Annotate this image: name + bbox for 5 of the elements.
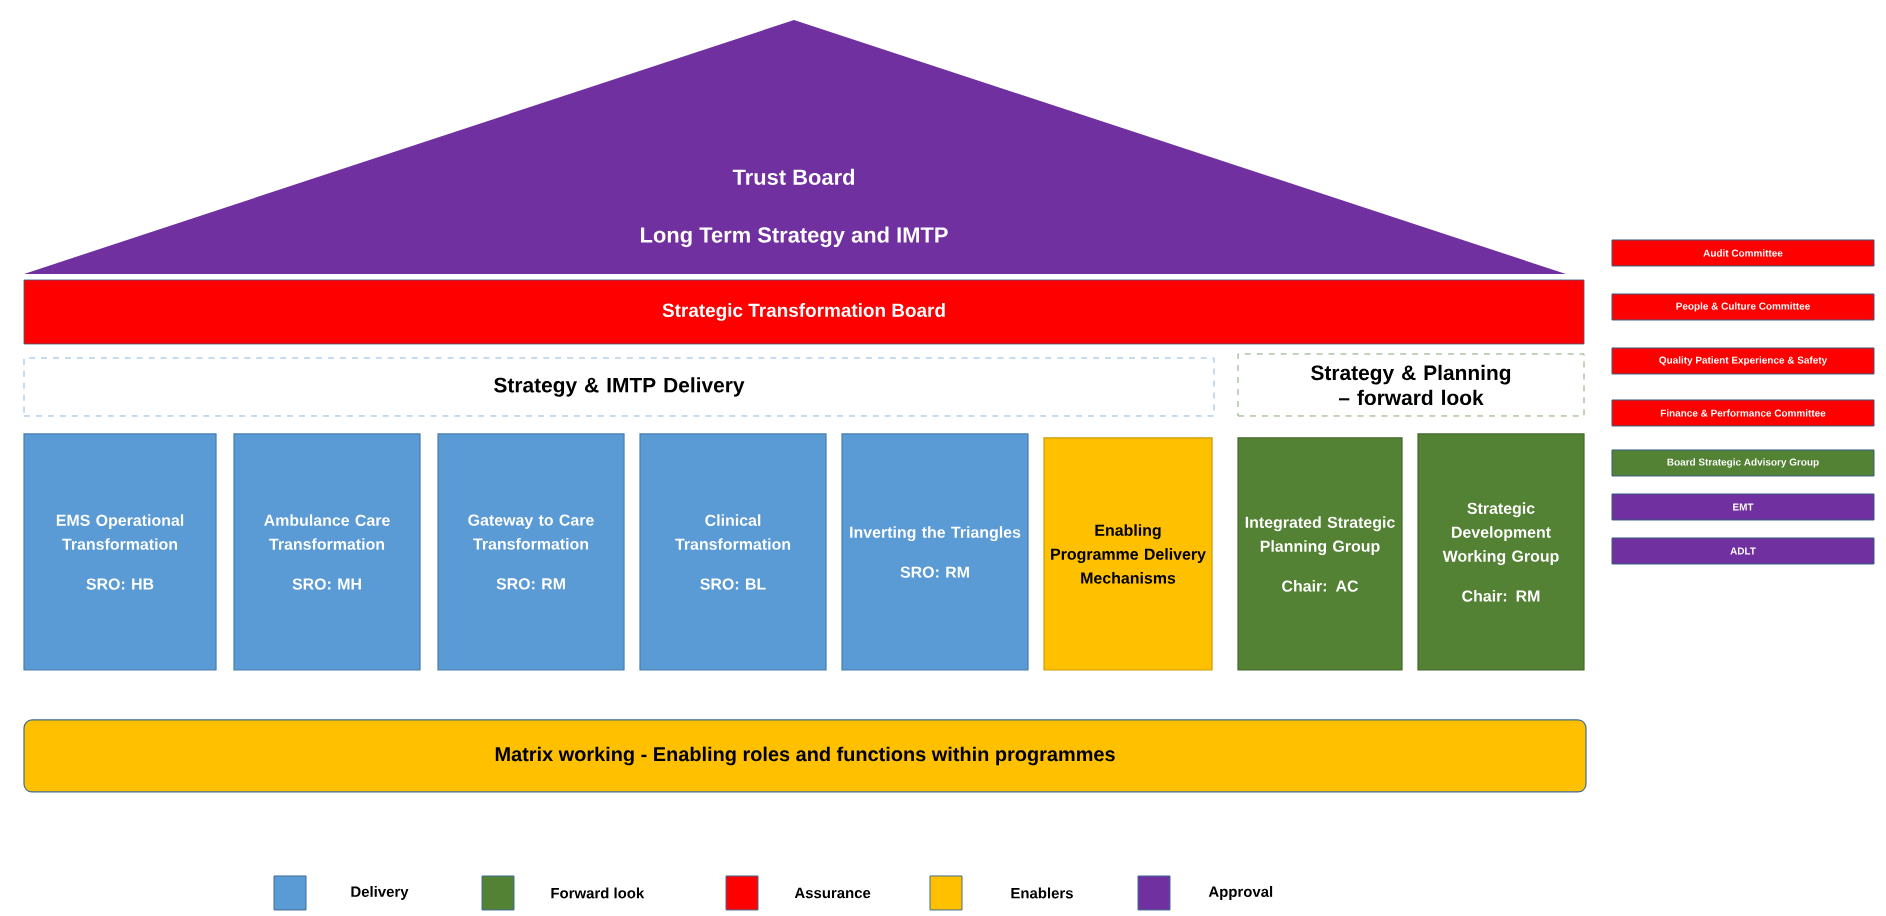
section-header: Strategy & IMTP Delivery [23,357,1215,417]
board-bar: Strategic Transformation Board [23,279,1585,345]
section-header: Strategy & Planning – forward look [1237,353,1585,417]
matrix-bar: Matrix working - Enabling roles and functions within programmes [23,719,1587,793]
roof-triangle: Trust Board Long Term Strategy and IMTP [24,20,1566,274]
